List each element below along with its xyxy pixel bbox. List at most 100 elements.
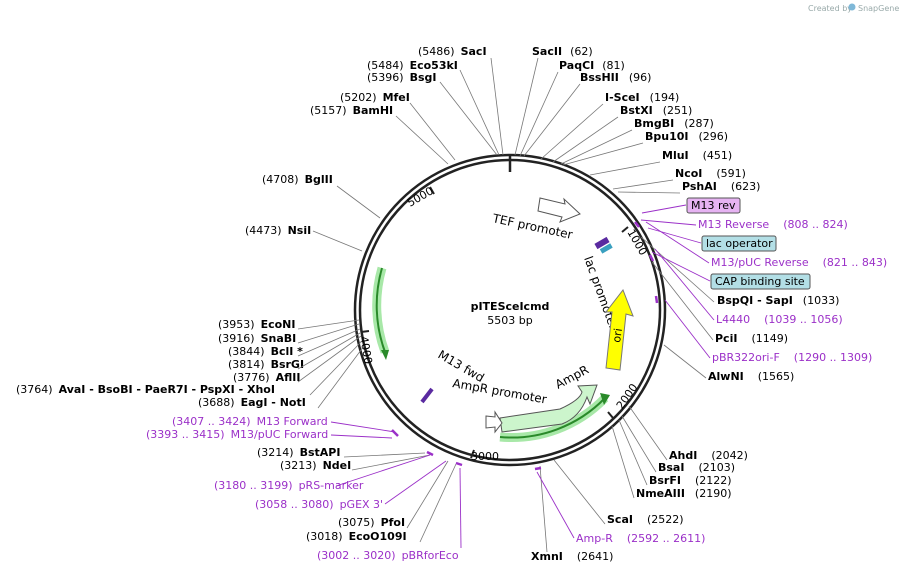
svg-text:BstXI(251): BstXI(251) (620, 104, 692, 117)
right-primers: M13 Reverse(808 .. 824) M13/pUC Reverse(… (576, 218, 887, 545)
svg-text:AlwNI(1565): AlwNI(1565) (708, 370, 794, 383)
primer-m13-forward: M13 Forward (257, 415, 328, 428)
primer-l4440: L4440 (716, 313, 750, 326)
ampr-promoter-arrow (485, 410, 503, 434)
enzyme-ncoi: NcoI (675, 167, 702, 180)
backbone-outer (353, 153, 667, 467)
enzyme-bmgbi: BmgBI (634, 117, 674, 130)
tick-label-2000: 2000 (614, 381, 641, 411)
enzyme-bglii: BglII (305, 173, 333, 186)
enzyme-pfoi: PfoI (381, 516, 406, 529)
enzyme-avai-group: AvaI - BsoBI - PaeR7I - PspXI - XhoI (59, 383, 275, 396)
enzyme-ecoo109i: EcoO109I (349, 530, 407, 543)
enzyme-paqci: PaqCI (559, 59, 594, 72)
enzyme-bsshii: BssHII (580, 71, 619, 84)
feature-left-arrowhead (381, 350, 389, 360)
lac-operator-site (599, 243, 613, 254)
primer-m13-puc-reverse: M13/pUC Reverse (711, 256, 809, 269)
primer-m13-puc-forward: M13/pUC Forward (231, 428, 329, 441)
svg-text:(4708)BglII: (4708)BglII (262, 173, 333, 186)
svg-text:(3180 .. 3199)pRS-marker: (3180 .. 3199)pRS-marker (214, 479, 364, 492)
svg-text:(3844)BclI *: (3844)BclI * (228, 345, 303, 358)
enzyme-xmni: XmnI (531, 550, 563, 563)
enzyme-bcli: BclI * (271, 345, 304, 358)
svg-text:(3688)EagI - NotI: (3688)EagI - NotI (198, 396, 306, 409)
enzyme-bstapi: BstAPI (300, 446, 341, 459)
plasmid-size: 5503 bp (487, 314, 532, 327)
enzyme-bspqi-sapi: BspQI - SapI (717, 294, 793, 307)
svg-text:(3776)AflII: (3776)AflII (233, 371, 300, 384)
tick-1000 (621, 226, 629, 233)
enzyme-leaders (297, 57, 715, 553)
enzyme-mfei: MfeI (383, 91, 410, 104)
feature-bottom-arrowhead (600, 393, 610, 405)
svg-text:Amp-R(2592 .. 2611): Amp-R(2592 .. 2611) (576, 532, 705, 545)
svg-text:(5157)BamHI: (5157)BamHI (310, 104, 393, 117)
enzyme-bsrgi: BsrGI (271, 358, 304, 371)
ampr-feature (499, 384, 598, 433)
tick-label-3000: 3000 (471, 450, 499, 463)
right-enzymes: SacII(62) PaqCI(81) BssHII(96) I-SceI(19… (531, 45, 839, 563)
enzyme-bsrfi: BsrFI (649, 474, 681, 487)
svg-text:(3058 .. 3080)pGEX 3': (3058 .. 3080)pGEX 3' (255, 498, 383, 511)
svg-text:PshAI(623): PshAI(623) (682, 180, 760, 193)
svg-text:BsrFI(2122): BsrFI(2122) (649, 474, 732, 487)
left-primers: (3407 .. 3424)M13 Forward (3393 .. 3415)… (146, 415, 459, 562)
enzyme-aflii: AflII (276, 371, 301, 384)
svg-text:(3075)PfoI: (3075)PfoI (338, 516, 405, 529)
cap-binding-box (710, 273, 811, 290)
svg-text:(3002 .. 3020)pBRforEco: (3002 .. 3020)pBRforEco (317, 549, 459, 562)
svg-text:NmeAIII(2190): NmeAIII(2190) (636, 487, 732, 500)
enzyme-econi: EcoNI (261, 318, 296, 331)
tick-label-1000: 1000 (624, 227, 649, 258)
enzyme-snabi: SnaBI (261, 332, 297, 345)
svg-text:(3814)BsrGI: (3814)BsrGI (228, 358, 304, 371)
svg-text:I-SceI(194): I-SceI(194) (605, 91, 679, 104)
m13rev-box (686, 197, 741, 214)
enzyme-pshai: PshAI (682, 180, 717, 193)
ori-label: ori (610, 327, 625, 343)
enzyme-bsai: BsaI (658, 461, 684, 474)
watermark-prefix: Created by (808, 4, 852, 13)
primer-pbrforeco: pBRforEco (402, 549, 459, 562)
svg-text:XmnI(2641): XmnI(2641) (531, 550, 613, 563)
ampr-promoter-label: AmpR promoter (451, 376, 547, 406)
svg-text:PciI(1149): PciI(1149) (715, 332, 788, 345)
svg-text:BssHII(96): BssHII(96) (580, 71, 651, 84)
enzyme-pcii: PciI (715, 332, 737, 345)
ori-feature (604, 288, 634, 371)
svg-text:(3018)EcoO109I: (3018)EcoO109I (306, 530, 407, 543)
primer-leaders (330, 204, 715, 549)
tick-3000 (470, 449, 475, 459)
m13fwd-site (420, 387, 434, 404)
cap-binding-box-label: CAP binding site (715, 275, 805, 288)
svg-text:(3764)AvaI - BsoBI - PaeR7I -: (3764)AvaI - BsoBI - PaeR7I - PspXI - Xh… (16, 383, 275, 396)
enzyme-bstxi: BstXI (620, 104, 653, 117)
svg-text:(5486)SacI: (5486)SacI (418, 45, 487, 58)
svg-text:MluI(451): MluI(451) (662, 149, 732, 162)
enzyme-mlui: MluI (662, 149, 689, 162)
svg-text:Bpu10I(296): Bpu10I(296) (645, 130, 728, 143)
primer-pgex3: pGEX 3' (340, 498, 384, 511)
svg-text:NcoI(591): NcoI(591) (675, 167, 746, 180)
svg-text:(3393 .. 3415)M13/pUC Forward: (3393 .. 3415)M13/pUC Forward (146, 428, 328, 441)
svg-text:pBR322ori-F(1290 .. 1309): pBR322ori-F(1290 .. 1309) (712, 351, 872, 364)
m13rev-box-label: M13 rev (691, 199, 736, 212)
tick-4000 (360, 330, 370, 333)
svg-text:BsaI(2103): BsaI(2103) (658, 461, 735, 474)
enzyme-scai: ScaI (607, 513, 633, 526)
enzyme-sacii: SacII (532, 45, 562, 58)
feature-left-green-line (375, 267, 386, 353)
svg-text:(3214)BstAPI: (3214)BstAPI (257, 446, 340, 459)
svg-text:(5484)Eco53kI: (5484)Eco53kI (367, 59, 458, 72)
primer-m13-reverse: M13 Reverse (698, 218, 769, 231)
svg-text:M13 Reverse(808 .. 824): M13 Reverse(808 .. 824) (698, 218, 848, 231)
snapgene-logo-icon (848, 3, 856, 11)
watermark-brand: SnapGene (858, 4, 899, 13)
enzyme-eco53ki: Eco53kI (410, 59, 458, 72)
enzyme-nsii: NsiI (288, 224, 312, 237)
primer-marks (391, 221, 659, 471)
enzyme-ndei: NdeI (323, 459, 352, 472)
svg-text:SacII(62): SacII(62) (532, 45, 593, 58)
